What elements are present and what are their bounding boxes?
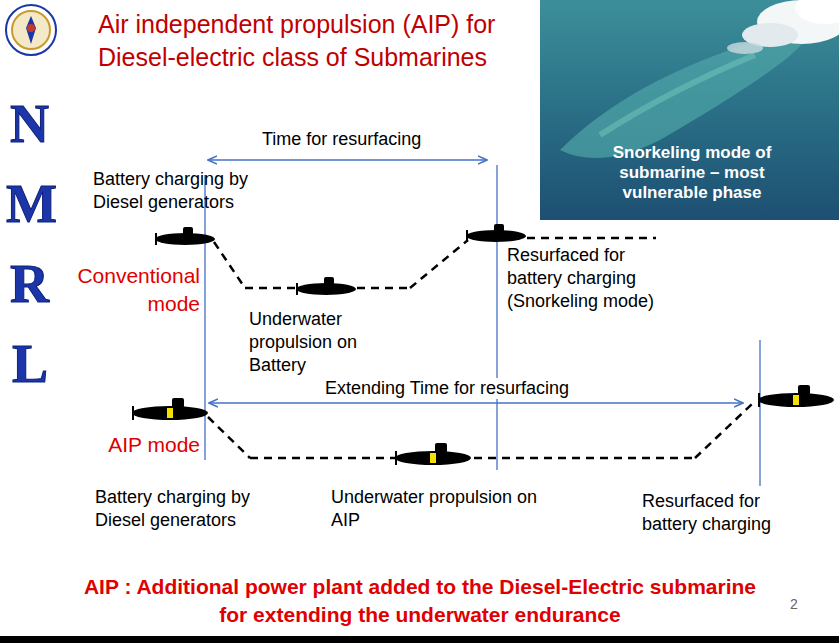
org-letter: M [6,176,70,232]
span-label: Extending Time for resurfacing [325,378,569,399]
dive-path [208,404,752,458]
span-arrow [209,402,743,403]
org-letter: R [10,256,70,312]
photo-caption: Snorkeling mode of submarine – most vuln… [587,143,797,203]
phase-label: Resurfaced for battery charging (Snorkel… [507,244,685,313]
phase-label: Battery charging by Diesel generators [93,168,283,214]
time-marker [204,175,205,460]
logo-emblem [6,5,56,55]
phase-label: Battery charging by Diesel generators [95,486,285,532]
photo-panel: Snorkeling mode of submarine – most vuln… [540,0,839,220]
aip-submarine-symbol [758,385,834,407]
phase-label: Underwater propulsion on AIP [331,486,556,532]
span-label: Time for resurfacing [262,128,421,151]
submarine-symbol [155,227,215,245]
span-arrow [208,159,487,160]
time-marker [759,340,760,486]
page-number: 2 [790,596,820,612]
submarine-symbol [466,224,526,242]
phase-label: Underwater propulsion on Battery [249,308,394,377]
phase-label: Resurfaced for battery charging [642,490,817,536]
aip-submarine-symbol [395,443,471,465]
slide-title: Air independent propulsion (AIP) for Die… [98,8,528,74]
mode-label: AIP mode [46,431,200,459]
time-marker [496,165,497,470]
mode-label: Conventional mode [46,262,200,318]
slide-caption: AIP : Additional power plant added to th… [80,573,760,629]
aip-submarine-symbol [132,398,208,420]
submarine-symbol [296,277,356,295]
org-letter: L [12,336,72,392]
org-letter: N [10,96,70,152]
footer-bar [0,636,839,643]
